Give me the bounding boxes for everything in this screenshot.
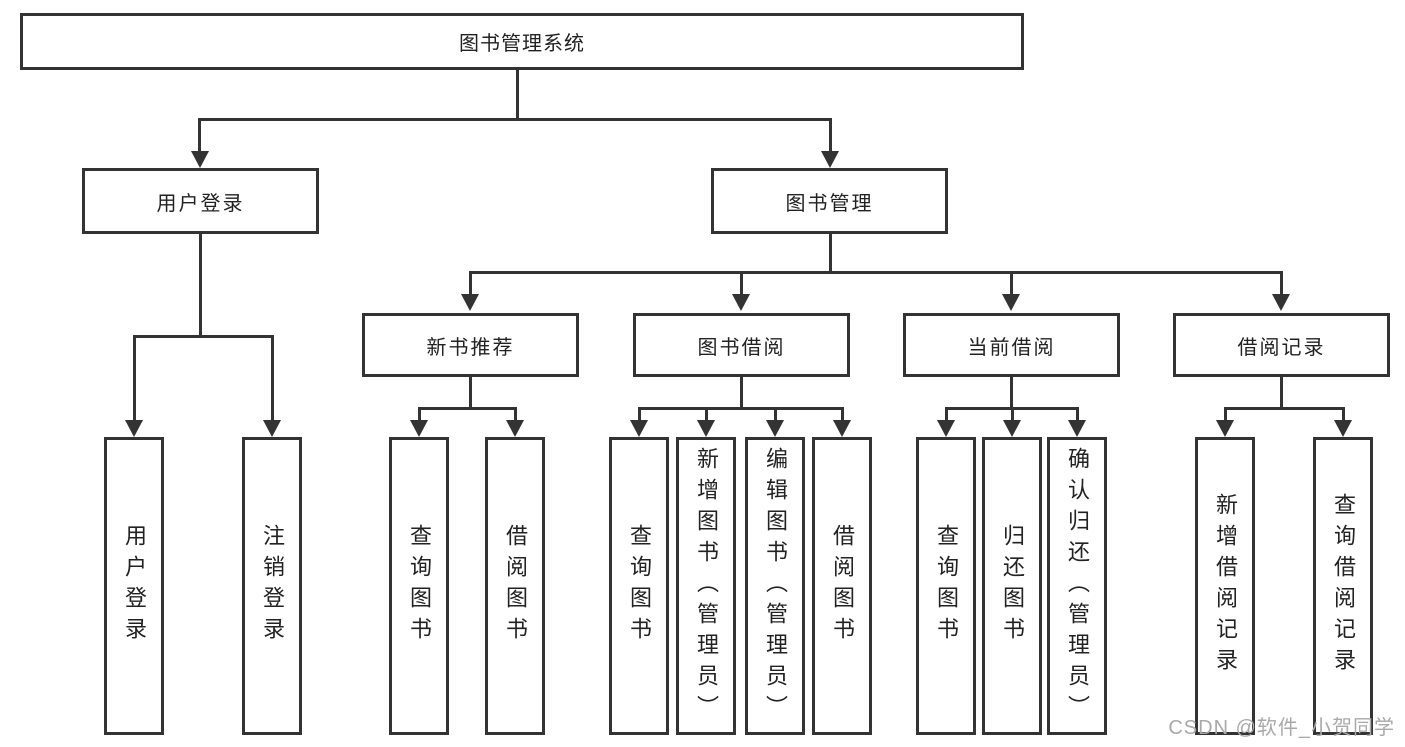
arrow-down-icon [263, 420, 281, 437]
node-leaf-borrow-book-recommend: 借阅图书 [485, 437, 545, 735]
node-leaf-query-book-current: 查询图书 [916, 437, 976, 735]
node-root-label: 图书管理系统 [459, 33, 585, 55]
node-leaf-query-book-borrow-label: 查询图书 [627, 524, 652, 648]
node-leaf-user-login: 用户登录 [104, 437, 164, 735]
node-leaf-add-borrow-record: 新增借阅记录 [1195, 437, 1255, 735]
arrow-down-icon [732, 294, 750, 311]
arrow-down-icon [1216, 420, 1234, 437]
node-leaf-query-book-current-label: 查询图书 [934, 524, 959, 648]
arrow-down-icon [821, 151, 839, 168]
connector-drop-leaf [638, 407, 641, 422]
node-leaf-logout: 注销登录 [242, 437, 302, 735]
node-leaf-add-book-admin-label: 新增图书（管理员） [694, 446, 719, 726]
node-leaf-query-book-recommend: 查询图书 [389, 437, 449, 735]
node-borrow-records: 借阅记录 [1173, 313, 1390, 377]
connector-drop-new-book-recommend [469, 271, 472, 296]
node-user-login-label: 用户登录 [156, 192, 245, 215]
connector-drop-book-management [829, 118, 832, 151]
node-leaf-borrow-book-label: 借阅图书 [830, 524, 855, 648]
node-leaf-confirm-return-admin: 确认归还（管理员） [1047, 437, 1107, 735]
arrow-down-icon [191, 151, 209, 168]
arrow-down-icon [506, 420, 524, 437]
connector-new-book-recommend-rail [418, 407, 517, 410]
node-leaf-query-book-borrow: 查询图书 [609, 437, 669, 735]
node-book-management: 图书管理 [711, 168, 948, 234]
connector-root-rail [198, 118, 831, 121]
node-current-borrow: 当前借阅 [903, 313, 1120, 377]
connector-book-management-stem [829, 234, 832, 273]
connector-user-login-rail [133, 335, 274, 338]
arrow-down-icon [1334, 420, 1352, 437]
connector-drop-leaf-logout [271, 335, 274, 420]
connector-drop-leaf [514, 407, 517, 422]
arrow-down-icon [833, 420, 851, 437]
node-leaf-edit-book-admin: 编辑图书（管理员） [745, 437, 805, 735]
connector-drop-leaf [774, 407, 777, 422]
node-leaf-query-borrow-record: 查询借阅记录 [1313, 437, 1373, 735]
node-new-book-recommend: 新书推荐 [362, 313, 579, 377]
node-new-book-recommend-label: 新书推荐 [426, 336, 515, 359]
node-leaf-logout-label: 注销登录 [260, 524, 285, 648]
connector-borrow-records-rail [1224, 407, 1345, 410]
node-leaf-query-borrow-record-label: 查询借阅记录 [1331, 493, 1356, 679]
csdn-watermark: CSDN @软件_小贺同学 [1168, 717, 1395, 739]
arrow-down-icon [1002, 294, 1020, 311]
connector-root-stem [516, 70, 519, 118]
node-root: 图书管理系统 [20, 13, 1024, 70]
arrow-down-icon [1003, 420, 1021, 437]
connector-drop-leaf [1076, 407, 1079, 422]
connector-current-borrow-stem [1010, 377, 1013, 409]
arrow-down-icon [410, 420, 428, 437]
connector-drop-leaf [705, 407, 708, 422]
connector-new-book-recommend-stem [469, 377, 472, 409]
connector-drop-leaf [418, 407, 421, 422]
connector-drop-leaf-user-login [133, 335, 136, 420]
node-leaf-edit-book-admin-label: 编辑图书（管理员） [763, 446, 788, 726]
node-leaf-add-book-admin: 新增图书（管理员） [676, 437, 736, 735]
node-leaf-return-book: 归还图书 [982, 437, 1042, 735]
connector-drop-leaf [1224, 407, 1227, 422]
arrow-down-icon [461, 294, 479, 311]
connector-drop-user-login [198, 118, 201, 151]
node-leaf-user-login-label: 用户登录 [122, 524, 147, 648]
node-user-login: 用户登录 [82, 168, 319, 234]
node-book-management-label: 图书管理 [785, 192, 874, 215]
node-leaf-confirm-return-admin-label: 确认归还（管理员） [1065, 446, 1090, 726]
connector-borrow-records-stem [1280, 377, 1283, 409]
node-current-borrow-label: 当前借阅 [967, 336, 1056, 359]
connector-user-login-stem [199, 234, 202, 337]
connector-book-management-rail [469, 271, 1283, 274]
arrow-down-icon [697, 420, 715, 437]
connector-drop-current-borrow [1010, 271, 1013, 296]
connector-drop-leaf [1342, 407, 1345, 422]
node-book-borrow-label: 图书借阅 [697, 336, 786, 359]
arrow-down-icon [125, 420, 143, 437]
connector-drop-borrow-records [1280, 271, 1283, 296]
node-leaf-query-book-recommend-label: 查询图书 [407, 524, 432, 648]
connector-drop-leaf [1011, 407, 1014, 422]
arrow-down-icon [630, 420, 648, 437]
connector-drop-leaf [841, 407, 844, 422]
node-leaf-add-borrow-record-label: 新增借阅记录 [1213, 493, 1238, 679]
connector-book-borrow-stem [740, 377, 743, 409]
arrow-down-icon [766, 420, 784, 437]
connector-drop-book-borrow [740, 271, 743, 296]
connector-book-borrow-rail [638, 407, 844, 410]
arrow-down-icon [937, 420, 955, 437]
node-leaf-return-book-label: 归还图书 [1000, 524, 1025, 648]
node-leaf-borrow-book-recommend-label: 借阅图书 [503, 524, 528, 648]
node-borrow-records-label: 借阅记录 [1237, 336, 1326, 359]
arrow-down-icon [1068, 420, 1086, 437]
node-book-borrow: 图书借阅 [633, 313, 850, 377]
arrow-down-icon [1272, 294, 1290, 311]
connector-drop-leaf [945, 407, 948, 422]
node-leaf-borrow-book: 借阅图书 [812, 437, 872, 735]
